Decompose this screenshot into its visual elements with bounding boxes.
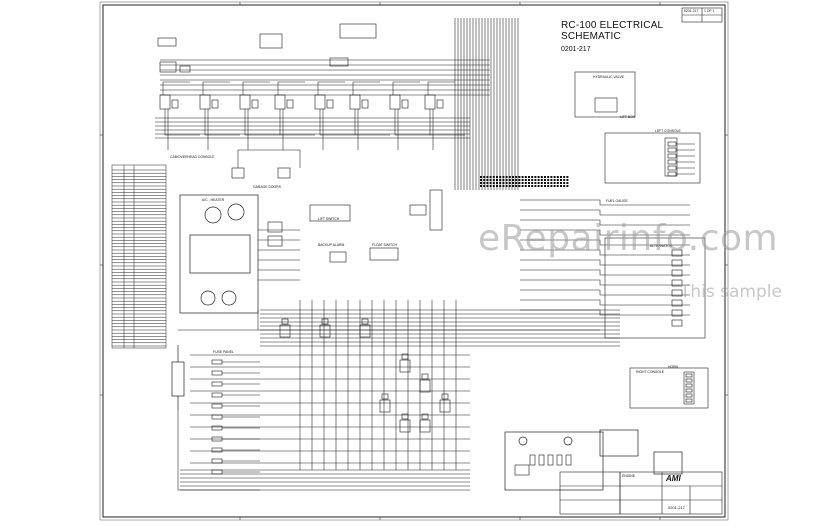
label-left-console: LEFT CONSOLE: [655, 129, 681, 133]
revision-block: [681, 7, 723, 23]
label-alternator: ALTERNATOR: [650, 244, 673, 248]
label-right-console: RIGHT CONSOLE: [636, 370, 665, 374]
label-ac-heater: A/C - HEATER: [202, 198, 225, 202]
label-lift-box: LIFT BOX: [620, 115, 636, 119]
revision-drawing-no: 0201-217: [684, 9, 699, 13]
title-block-drawing-no: 0201-217: [668, 505, 685, 510]
fuse-panel: [171, 345, 185, 410]
label-hydraulic-valve: HYDRAULIC VALVE: [593, 75, 624, 79]
connector-strip: [480, 176, 569, 187]
label-cab-overhead-console: CAB/OVERHEAD CONSOLE: [170, 155, 215, 159]
watermark-site: eRepairinfo.com: [478, 218, 779, 259]
watermark-note: This sample: [680, 282, 782, 302]
label-fuse-panel: FUSE PANEL: [213, 350, 234, 354]
alternator-panel: [604, 237, 706, 339]
drawing-border: [102, 4, 726, 518]
label-fuel-gauge: FUEL GAUGE: [606, 199, 628, 203]
drawing-border-outer: [99, 1, 729, 521]
zone-ticks: [100, 2, 728, 520]
label-garage-doors: GARAGE DOORS: [253, 185, 281, 189]
right-console: [629, 367, 709, 409]
lift-box: [574, 71, 636, 118]
engine-box: [504, 429, 683, 491]
schematic-title-line2: SCHEMATIC: [561, 31, 621, 42]
left-console: [604, 132, 701, 184]
label-engine: ENGINE: [622, 474, 635, 478]
label-backup-alarm: BACKUP ALARM: [318, 243, 345, 247]
schematic-number: 0201-217: [561, 46, 591, 53]
wire-table: [111, 164, 167, 349]
title-block: [559, 471, 723, 515]
wiring: [155, 18, 695, 491]
revision-sheet: 1 OF 1: [704, 9, 715, 13]
label-float-switch: FLOAT SWITCH: [372, 243, 397, 247]
label-lift-switch: LIFT SWITCH: [318, 217, 340, 221]
schematic-title-line1: RC-100 ELECTRICAL: [561, 20, 664, 31]
components: [157, 23, 693, 476]
ac-heater-box: [179, 194, 259, 314]
title-block-company: AMI: [666, 474, 681, 483]
label-horn: HORN: [668, 365, 678, 369]
